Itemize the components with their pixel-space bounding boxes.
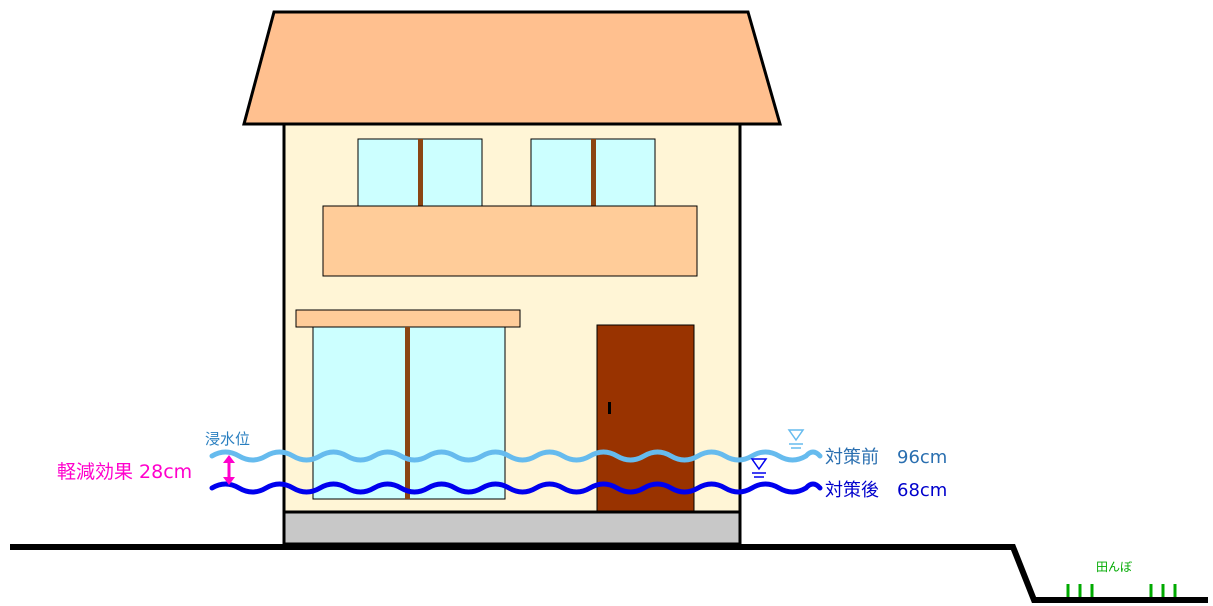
after-measures-label: 対策後 68cm: [825, 480, 947, 501]
upper-window-left: [357, 138, 483, 208]
water-level-triangle-icon: [787, 429, 805, 449]
balcony: [322, 205, 698, 277]
before-measures-label: 対策前 96cm: [825, 447, 947, 468]
house: [242, 10, 782, 546]
foundation: [282, 510, 742, 546]
mitigation-effect-label: 軽減効果 28cm: [57, 461, 192, 483]
water-wave-after: [209, 481, 823, 495]
flood-level-label: 浸水位: [205, 430, 250, 448]
sliding-window: [312, 326, 506, 500]
rice-field-label: 田んぼ: [1096, 560, 1132, 574]
rice-plant-icon: [1149, 584, 1177, 597]
rice-plant-icon: [1066, 584, 1094, 597]
ground-line: [10, 544, 1208, 603]
upper-window-right: [530, 138, 656, 208]
water-wave-before: [209, 449, 823, 463]
door-handle: [608, 402, 611, 414]
water-level-triangle-icon: [750, 458, 768, 478]
front-door: [596, 324, 695, 513]
house-roof: [242, 10, 782, 126]
awning: [295, 309, 521, 328]
vertical-double-arrow-icon: [223, 455, 235, 485]
